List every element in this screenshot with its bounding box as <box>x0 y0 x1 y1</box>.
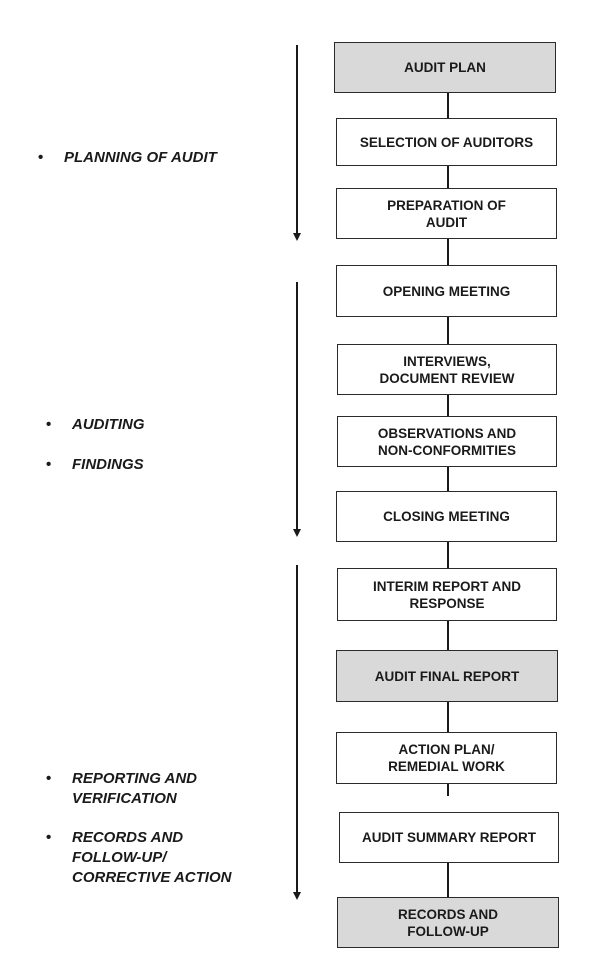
step-preparation-of-audit: PREPARATION OF AUDIT <box>336 188 557 239</box>
step-label: OPENING MEETING <box>382 283 511 299</box>
phase-arrow-planning <box>293 45 300 241</box>
step-label: AUDIT PLAN <box>404 60 486 75</box>
step-label: OBSERVATIONS AND NON-CONFORMITIES <box>377 425 517 458</box>
bullet-dot: • <box>46 829 52 846</box>
step-observations-non-conformities: OBSERVATIONS AND NON-CONFORMITIES <box>337 416 557 467</box>
step-label: PREPARATION OF AUDIT <box>387 197 506 230</box>
connector-line <box>447 92 449 119</box>
connector-line <box>447 394 449 417</box>
connector-line <box>447 316 449 345</box>
phase-bullet-records: • RECORDS AND FOLLOW-UP/ CORRECTIVE ACTI… <box>46 828 232 888</box>
connector-line <box>447 238 449 266</box>
step-audit-summary-report: AUDIT SUMMARY REPORT <box>339 812 559 863</box>
bullet-dot: • <box>46 416 52 433</box>
phase-bullet-auditing: • AUDITING <box>46 415 145 435</box>
step-interim-report-and-response: INTERIM REPORT AND RESPONSE <box>337 568 557 621</box>
step-opening-meeting: OPENING MEETING <box>336 265 557 317</box>
phase-bullet-text: PLANNING OF AUDIT <box>64 149 217 166</box>
phase-bullet-findings: • FINDINGS <box>46 455 144 475</box>
bullet-dot: • <box>46 456 52 473</box>
step-action-plan-remedial-work: ACTION PLAN/ REMEDIAL WORK <box>336 732 557 784</box>
step-label: RECORDS AND FOLLOW-UP <box>397 906 498 939</box>
connector-line <box>447 701 449 733</box>
step-interviews-document-review: INTERVIEWS, DOCUMENT REVIEW <box>337 344 557 395</box>
step-label: INTERVIEWS, DOCUMENT REVIEW <box>379 353 515 386</box>
connector-line <box>447 620 449 651</box>
phase-bullet-text: AUDITING <box>72 416 145 433</box>
connector-line <box>447 165 449 189</box>
step-records-and-follow-up: RECORDS AND FOLLOW-UP <box>337 897 559 948</box>
step-label: CLOSING MEETING <box>383 509 510 524</box>
phase-bullet-text: FINDINGS <box>72 456 144 473</box>
phase-bullet-text: RECORDS AND FOLLOW-UP/ CORRECTIVE ACTION <box>72 829 232 886</box>
step-selection-of-auditors: SELECTION OF AUDITORS <box>336 118 557 166</box>
phase-bullet-reporting: • REPORTING AND VERIFICATION <box>46 769 198 809</box>
connector-line <box>447 783 449 796</box>
step-label: ACTION PLAN/ REMEDIAL WORK <box>388 742 505 774</box>
step-label: AUDIT SUMMARY REPORT <box>361 830 536 845</box>
phase-bullet-planning: • PLANNING OF AUDIT <box>38 148 217 168</box>
connector-line <box>447 541 449 569</box>
step-label: INTERIM REPORT AND RESPONSE <box>373 578 521 611</box>
step-audit-final-report: AUDIT FINAL REPORT <box>336 650 558 702</box>
step-label: SELECTION OF AUDITORS <box>359 134 534 150</box>
connector-line <box>447 862 449 898</box>
phase-arrow-auditing <box>293 282 300 537</box>
phase-arrow-reporting <box>293 565 300 900</box>
step-closing-meeting: CLOSING MEETING <box>336 491 557 542</box>
phase-bullet-text: REPORTING AND VERIFICATION <box>72 770 198 807</box>
step-label: AUDIT FINAL REPORT <box>374 668 520 684</box>
bullet-dot: • <box>46 770 52 787</box>
step-audit-plan: AUDIT PLAN <box>334 42 556 93</box>
connector-line <box>447 466 449 492</box>
bullet-dot: • <box>38 149 44 166</box>
